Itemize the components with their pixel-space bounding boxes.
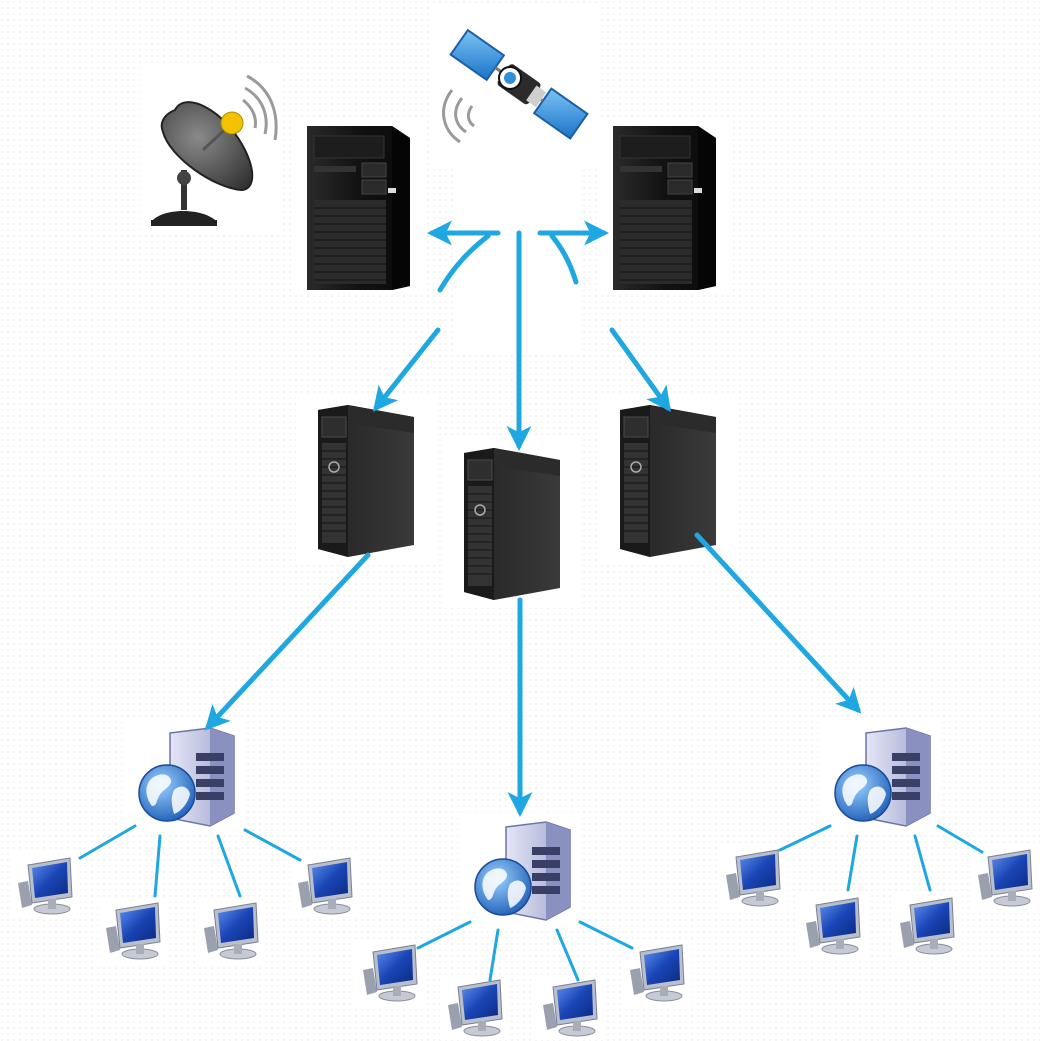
satellite-icon (440, 20, 590, 160)
arrow-regional-3-to-web-3 (694, 532, 862, 714)
computer-monitor-icon (969, 844, 1040, 911)
computer-monitor-icon (797, 892, 869, 959)
computer-monitor-icon (97, 897, 169, 964)
computer-monitor-icon (534, 974, 606, 1041)
client-group-2 (354, 939, 693, 1041)
regional-server-3-icon (597, 394, 739, 566)
main-server-right-icon (597, 117, 734, 294)
web-server-2-icon (457, 811, 584, 928)
regional-server-2-icon (441, 437, 583, 609)
arrow-regional-1-to-web-1 (204, 552, 371, 731)
arrow-hub-to-regional-3-b (609, 327, 671, 413)
client-group-3 (717, 844, 1040, 959)
computer-monitor-icon (195, 897, 267, 964)
regional-server-1-icon (295, 394, 437, 566)
satellite-dish-icon (145, 70, 280, 230)
arrow-hub-to-regional-3 (549, 233, 579, 285)
main-server-left-icon (291, 117, 428, 294)
arrow-hub-to-regional-1 (437, 233, 491, 293)
arrow-hub-to-regional-1-b (372, 327, 441, 412)
client-links (78, 824, 984, 982)
client-group-1 (9, 852, 361, 964)
computer-monitor-icon (621, 939, 693, 1006)
computer-monitor-icon (354, 939, 426, 1006)
web-server-1-icon (121, 717, 248, 834)
web-server-3-icon (817, 717, 944, 834)
computer-monitor-icon (891, 892, 963, 959)
computer-monitor-icon (9, 852, 81, 919)
connector-arrows (204, 220, 862, 817)
computer-monitor-icon (289, 852, 361, 919)
computer-monitor-icon (717, 844, 789, 911)
computer-monitor-icon (439, 974, 511, 1041)
